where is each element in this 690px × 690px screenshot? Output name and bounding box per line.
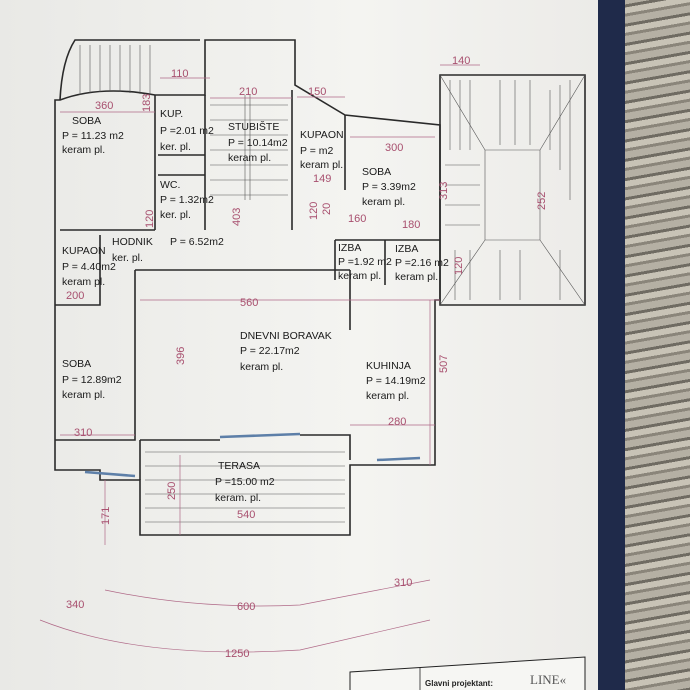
svg-text:keram pl.: keram pl. [362,196,405,208]
title-block: Glavni projektant: LINE« [349,656,586,690]
svg-text:Glavni projektant:: Glavni projektant: [425,679,493,688]
dimension-lines [39,64,480,653]
dimension-labels: 140 110 210 150 360 183 403 300 313 149 … [66,55,548,660]
svg-text:WC.: WC. [160,179,180,191]
room-wc: WC. P = 1.32m2 ker. pl. [160,179,214,221]
svg-text:396: 396 [175,347,187,365]
svg-text:120: 120 [308,202,320,220]
svg-text:P = 11.23 m2: P = 11.23 m2 [62,130,124,142]
svg-text:110: 110 [171,68,189,80]
svg-text:keram pl.: keram pl. [228,152,271,164]
svg-text:ker. pl.: ker. pl. [160,141,191,153]
svg-text:STUBIŠTE: STUBIŠTE [228,120,279,133]
svg-text:20: 20 [321,203,333,215]
svg-text:210: 210 [239,86,257,98]
svg-text:360: 360 [95,100,113,112]
svg-text:560: 560 [240,297,258,309]
svg-text:DNEVNI BORAVAK: DNEVNI BORAVAK [240,330,332,342]
svg-text:P = 12.89m2: P = 12.89m2 [62,374,122,386]
svg-text:P = m2: P = m2 [300,145,334,157]
svg-text:540: 540 [237,509,255,521]
svg-text:507: 507 [438,355,450,373]
terrace-boards [145,451,345,523]
svg-text:P = 4.40m2: P = 4.40m2 [62,261,116,273]
svg-text:keram pl.: keram pl. [62,276,105,288]
svg-text:LINE«: LINE« [530,672,566,687]
svg-text:KUHINJA: KUHINJA [366,360,411,372]
svg-text:P =15.00 m2: P =15.00 m2 [215,476,275,488]
svg-text:140: 140 [452,55,470,67]
svg-text:200: 200 [66,290,84,302]
room-kup: KUP. P =2.01 m2 ker. pl. [160,108,214,153]
svg-text:SOBA: SOBA [62,358,91,370]
svg-text:171: 171 [100,507,112,525]
svg-text:keram pl.: keram pl. [338,270,381,282]
svg-text:keram pl.: keram pl. [62,144,105,156]
svg-text:keram pl.: keram pl. [395,271,438,283]
svg-text:keram pl.: keram pl. [300,159,343,171]
svg-text:P = 22.17m2: P = 22.17m2 [240,345,300,357]
svg-text:P = 10.14m2: P = 10.14m2 [228,137,288,149]
roof-hatch [439,74,586,306]
svg-text:KUPAON: KUPAON [62,245,106,257]
svg-text:P =1.92 m2: P =1.92 m2 [338,256,392,268]
svg-text:600: 600 [237,601,255,613]
svg-text:300: 300 [385,142,403,154]
svg-text:403: 403 [231,208,243,226]
svg-text:P =2.01 m2: P =2.01 m2 [160,125,214,137]
svg-text:310: 310 [394,577,412,589]
svg-text:149: 149 [313,173,331,185]
svg-text:313: 313 [438,182,450,200]
svg-text:HODNIK: HODNIK [112,236,153,248]
svg-text:keram pl.: keram pl. [62,389,105,401]
svg-text:P = 1.32m2: P = 1.32m2 [160,194,214,206]
svg-text:ker. pl.: ker. pl. [112,252,143,264]
svg-text:SOBA: SOBA [362,166,391,178]
svg-text:280: 280 [388,416,406,428]
room-izba-1: IZBA P =1.92 m2 keram pl. [338,242,392,282]
svg-text:KUPAON: KUPAON [300,129,344,141]
svg-text:252: 252 [536,192,548,210]
svg-text:P = 14.19m2: P = 14.19m2 [366,375,426,387]
room-kupaon-1: KUPAON P = m2 keram pl. [300,129,344,171]
svg-text:IZBA: IZBA [338,242,361,254]
svg-text:183: 183 [141,94,153,112]
svg-text:IZBA: IZBA [395,243,418,255]
svg-text:1250: 1250 [225,648,249,660]
room-soba-1: SOBA P = 11.23 m2 keram pl. [62,115,124,156]
svg-text:180: 180 [402,219,420,231]
svg-text:310: 310 [74,427,92,439]
room-dnevni-boravak: DNEVNI BORAVAK P = 22.17m2 keram pl. [240,330,332,373]
svg-text:P = 6.52m2: P = 6.52m2 [170,236,224,248]
room-kuhinja: KUHINJA P = 14.19m2 keram pl. [366,360,426,402]
room-soba-3: SOBA P = 12.89m2 keram pl. [62,358,122,401]
room-izba-2: IZBA P =2.16 m2 keram pl. [395,243,449,283]
svg-text:keram. pl.: keram. pl. [215,492,261,504]
svg-text:keram pl.: keram pl. [366,390,409,402]
room-soba-2: SOBA P = 3.39m2 keram pl. [362,166,416,208]
svg-text:120: 120 [453,257,465,275]
room-stubiste: STUBIŠTE P = 10.14m2 keram pl. [228,120,288,164]
svg-text:P = 3.39m2: P = 3.39m2 [362,181,416,193]
room-hodnik: HODNIK P = 6.52m2 ker. pl. [112,236,224,264]
svg-text:keram pl.: keram pl. [240,361,283,373]
svg-text:150: 150 [308,86,326,98]
room-kupaon-2: KUPAON P = 4.40m2 keram pl. [62,245,116,288]
svg-text:TERASA: TERASA [218,460,260,472]
svg-text:SOBA: SOBA [72,115,101,127]
svg-text:ker. pl.: ker. pl. [160,209,191,221]
floor-plan-sheet [0,0,598,690]
stair-treads [79,45,288,200]
svg-text:250: 250 [166,482,178,500]
svg-text:160: 160 [348,213,366,225]
svg-text:KUP.: KUP. [160,108,183,120]
svg-text:120: 120 [144,210,156,228]
room-terasa: TERASA P =15.00 m2 keram. pl. [215,460,275,504]
svg-text:340: 340 [66,599,84,611]
svg-text:P =2.16 m2: P =2.16 m2 [395,257,449,269]
